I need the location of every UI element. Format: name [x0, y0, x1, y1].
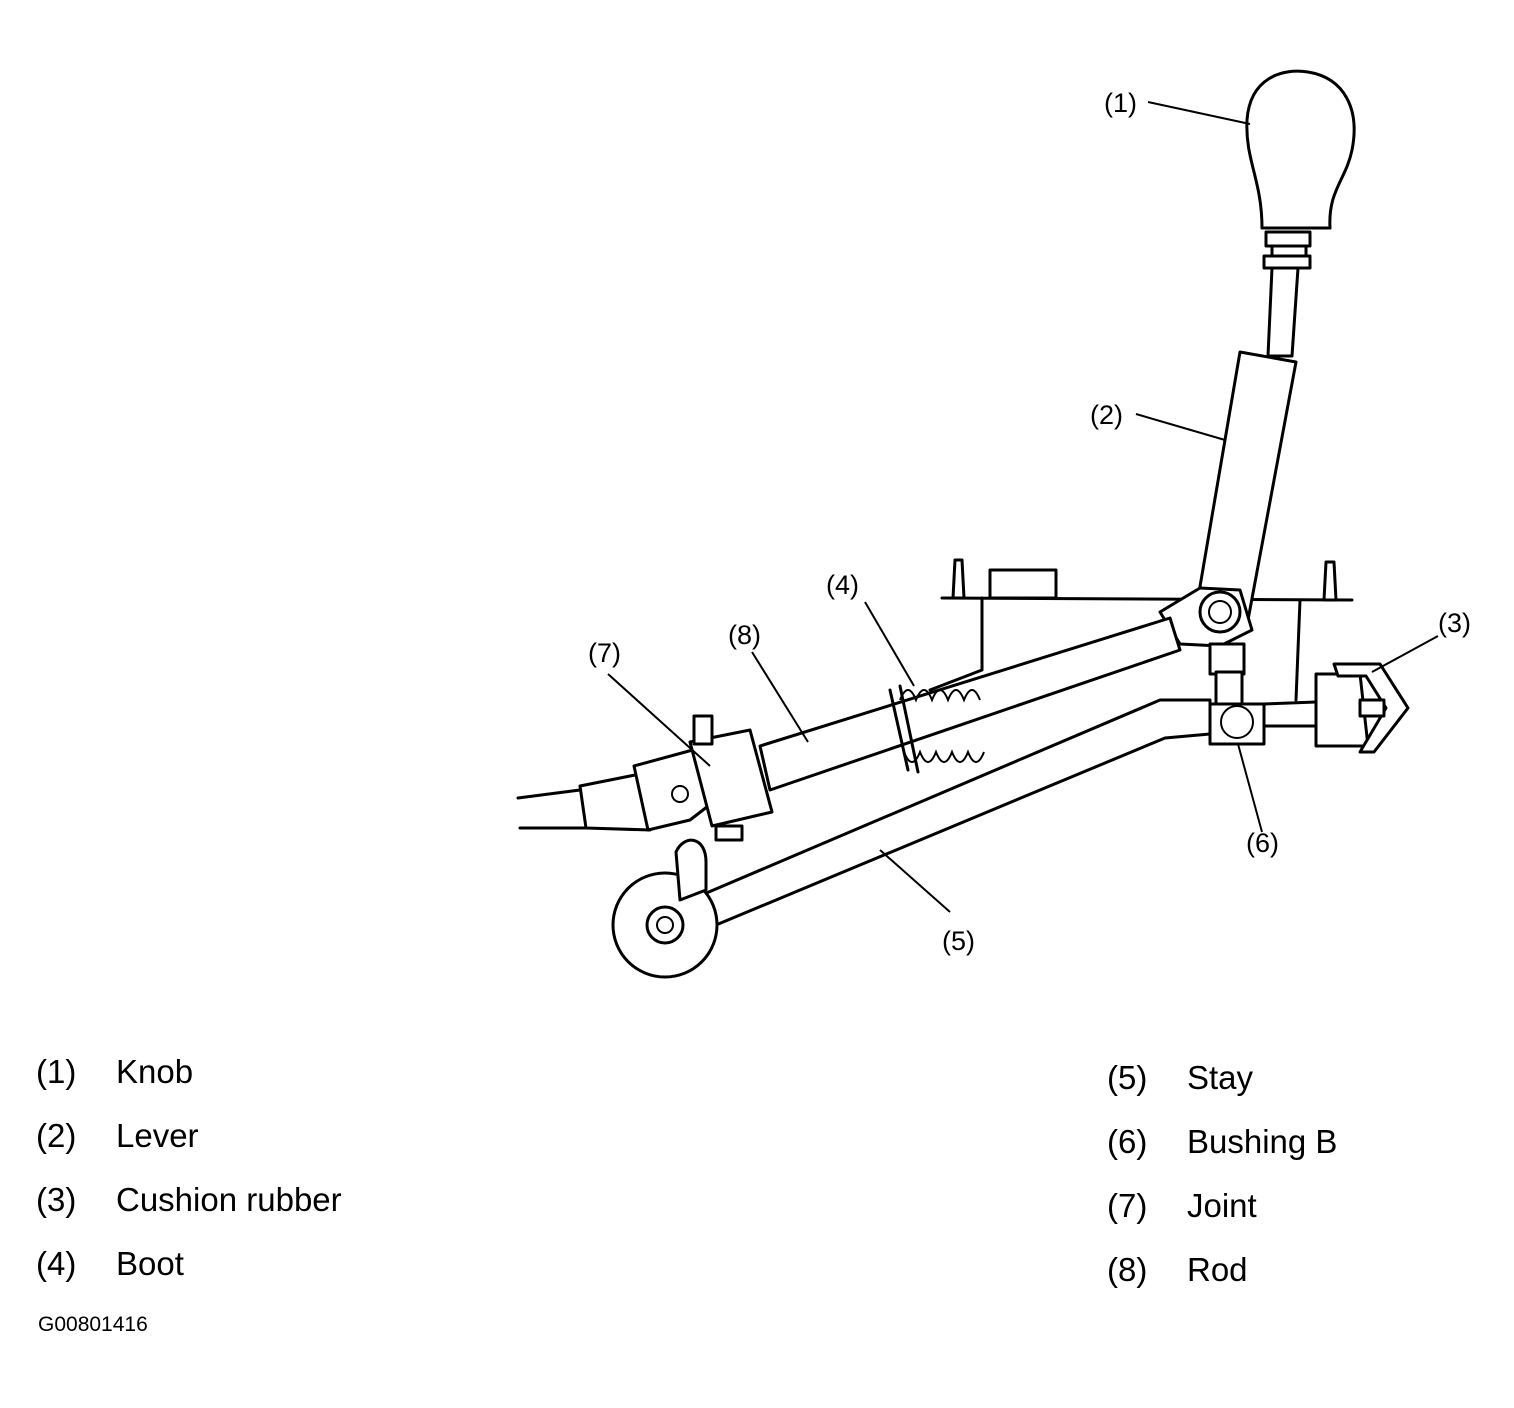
legend-item-bushing-b: (6) Bushing B — [1107, 1110, 1337, 1174]
legend-label: Rod — [1187, 1251, 1248, 1288]
legend-item-boot: (4) Boot — [36, 1232, 342, 1296]
bushing-b — [1208, 642, 1246, 676]
legend-item-rod: (8) Rod — [1107, 1238, 1337, 1302]
callout-1: (1) — [1104, 88, 1137, 118]
callout-6: (6) — [1246, 828, 1279, 858]
knob — [1245, 69, 1356, 230]
callout-3: (3) — [1438, 608, 1471, 638]
rod — [758, 616, 1182, 792]
legend-number: (2) — [36, 1117, 77, 1154]
joint — [516, 714, 774, 902]
legend-number: (7) — [1107, 1187, 1148, 1224]
legend-right: (5) Stay (6) Bushing B (7) Joint (8) Rod — [1107, 1046, 1337, 1302]
legend-label: Bushing B — [1187, 1123, 1338, 1160]
callout-2: (2) — [1090, 400, 1123, 430]
callout-4: (4) — [826, 570, 859, 600]
legend-item-cushion-rubber: (3) Cushion rubber — [36, 1168, 342, 1232]
legend-number: (1) — [36, 1053, 77, 1090]
lever — [1194, 350, 1298, 622]
legend-item-stay: (5) Stay — [1107, 1046, 1337, 1110]
legend-left: (1) Knob (2) Lever (3) Cushion rubber (4… — [36, 1040, 342, 1296]
gearshift-diagram: (1) (2) (3) (4) (5) (6) (7) (8) — [516, 69, 1471, 979]
boot — [899, 689, 985, 763]
legend-number: (3) — [36, 1181, 77, 1218]
legend-number: (6) — [1107, 1123, 1148, 1160]
legend-label: Knob — [116, 1053, 194, 1090]
legend-label: Joint — [1187, 1187, 1257, 1224]
legend-label: Stay — [1187, 1059, 1254, 1096]
legend-item-lever: (2) Lever — [36, 1104, 342, 1168]
legend-item-joint: (7) Joint — [1107, 1174, 1337, 1238]
legend-number: (8) — [1107, 1251, 1148, 1288]
mounting-plate — [928, 558, 1354, 702]
legend-label: Cushion rubber — [116, 1181, 342, 1218]
callout-8: (8) — [728, 620, 761, 650]
legend-label: Lever — [116, 1117, 199, 1154]
callout-5: (5) — [942, 926, 975, 956]
callout-7: (7) — [588, 638, 621, 668]
figure-code: G00801416 — [38, 1313, 148, 1336]
legend-item-knob: (1) Knob — [36, 1040, 342, 1104]
leader-lines — [607, 101, 1439, 913]
legend-label: Boot — [116, 1245, 184, 1282]
legend-number: (4) — [36, 1245, 77, 1282]
legend-number: (5) — [1107, 1059, 1148, 1096]
stay — [688, 698, 1212, 932]
